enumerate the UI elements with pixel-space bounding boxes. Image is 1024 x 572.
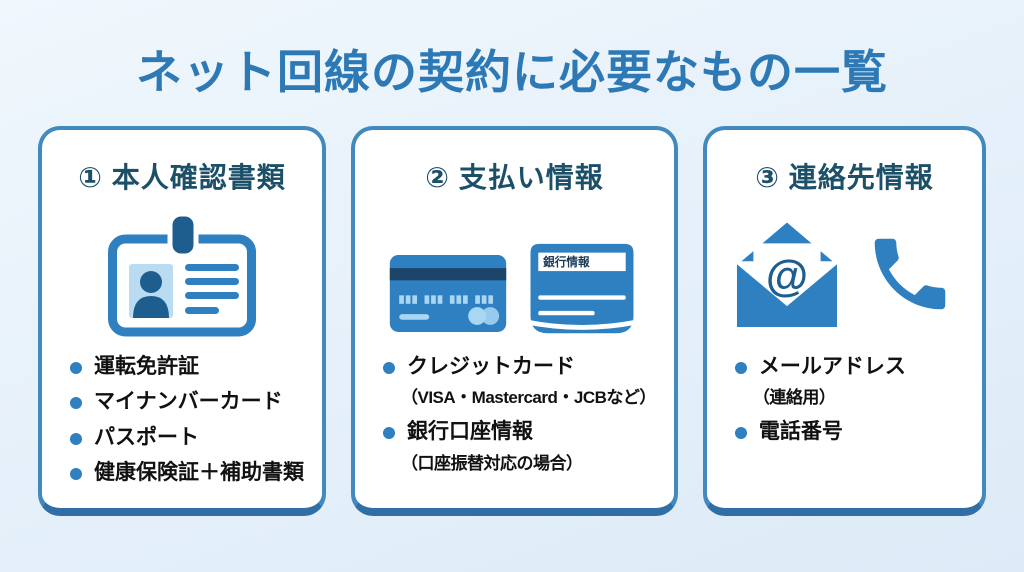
item-label: 銀行口座情報 bbox=[407, 420, 533, 444]
item-label: 電話番号 bbox=[758, 420, 843, 444]
page-title: ネット回線の契約に必要なもの一覧 bbox=[136, 46, 888, 98]
email-icon: @ bbox=[737, 222, 838, 328]
list-item: 銀行口座情報 （口座振替対応の場合） bbox=[383, 419, 656, 475]
card-payment-info: ② 支払い情報 銀行情報 bbox=[351, 126, 678, 516]
bullet-icon bbox=[734, 427, 747, 440]
item-label: クレジットカード bbox=[407, 355, 575, 378]
bullet-icon bbox=[383, 427, 395, 440]
card-identity-documents: ① 本人確認書類 運転免許証 マイナンバーカード bbox=[38, 126, 326, 516]
list-item: 電話番号 bbox=[734, 419, 964, 445]
credit-card-icon bbox=[390, 254, 507, 332]
bullet-icon bbox=[70, 362, 82, 374]
item-note: （VISA・Mastercard・JCBなど） bbox=[401, 388, 656, 408]
list-item: マイナンバーカード bbox=[70, 389, 304, 415]
bullet-icon bbox=[734, 362, 747, 374]
card-contact-info: ③ 連絡先情報 @ メールアドレス （連絡用） 電話番号 bbox=[702, 126, 986, 516]
item-label: 健康保険証＋補助書類 bbox=[94, 460, 304, 484]
list-item: 運転免許証 bbox=[70, 354, 304, 380]
identity-list: 運転免許証 マイナンバーカード パスポート 健康保険証＋補助書類 bbox=[60, 354, 304, 495]
bullet-icon bbox=[70, 432, 82, 445]
contact-icon-row: @ bbox=[725, 200, 964, 348]
bankbook-icon: 銀行情報 bbox=[524, 243, 641, 334]
item-label: メールアドレス bbox=[758, 355, 906, 378]
bullet-icon bbox=[70, 397, 82, 410]
item-label: 運転免許証 bbox=[94, 355, 199, 378]
contact-list: メールアドレス （連絡用） 電話番号 bbox=[725, 354, 964, 455]
item-note: （連絡用） bbox=[752, 388, 836, 408]
identity-icon-row bbox=[60, 200, 304, 348]
item-label: マイナンバーカード bbox=[94, 390, 283, 414]
list-item: クレジットカード （VISA・Mastercard・JCBなど） bbox=[383, 354, 656, 410]
card-payment-heading: ② 支払い情報 bbox=[425, 162, 604, 193]
bullet-icon bbox=[383, 362, 395, 374]
at-symbol: @ bbox=[766, 252, 808, 300]
card-identity-heading: ① 本人確認書類 bbox=[78, 162, 286, 193]
payment-icon-row: 銀行情報 bbox=[373, 200, 656, 348]
id-card-icon bbox=[108, 211, 256, 336]
payment-list: クレジットカード （VISA・Mastercard・JCBなど） 銀行口座情報 … bbox=[373, 354, 656, 485]
item-label: パスポート bbox=[94, 425, 199, 449]
cards-container: ① 本人確認書類 運転免許証 マイナンバーカード bbox=[0, 126, 1024, 516]
list-item: 健康保険証＋補助書類 bbox=[70, 460, 304, 486]
card-contact-heading: ③ 連絡先情報 bbox=[755, 162, 934, 193]
list-item: メールアドレス （連絡用） bbox=[734, 354, 964, 410]
item-note: （口座振替対応の場合） bbox=[401, 453, 583, 473]
phone-icon bbox=[875, 238, 946, 310]
bankbook-label: 銀行情報 bbox=[544, 255, 591, 269]
list-item: パスポート bbox=[70, 425, 304, 451]
bullet-icon bbox=[70, 467, 82, 480]
